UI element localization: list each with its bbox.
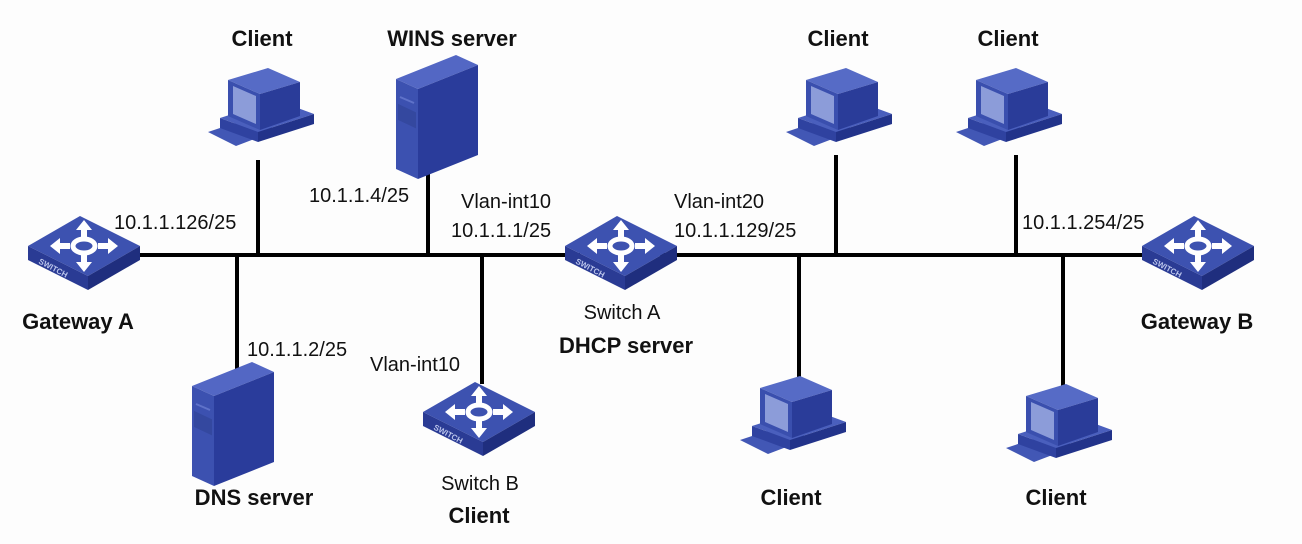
dns-server-label: DNS server	[194, 485, 314, 510]
wins-ip-label: 10.1.1.4/25	[309, 185, 410, 207]
gateway-a-ip-label: 10.1.1.126/25	[114, 212, 237, 234]
client-top-left-pc-icon[interactable]	[208, 68, 314, 146]
network-links	[130, 155, 1150, 388]
gateway-b-label: Gateway B	[1140, 309, 1254, 334]
gateway-b-ip-label: 10.1.1.254/25	[1022, 212, 1145, 234]
client-bottom-mid-pc-icon[interactable]	[740, 376, 846, 454]
switch-b-name-label: Switch B	[441, 473, 519, 495]
client-bottom-mid-label: Client	[760, 485, 822, 510]
switch-a-role-label: DHCP server	[558, 333, 694, 358]
switch-a-switch-icon[interactable]	[565, 216, 677, 290]
switch-a-vlan10-label: Vlan-int10	[461, 191, 552, 213]
switch-a-vlan20-ip-label: 10.1.1.129/25	[674, 220, 797, 242]
gateway-b-switch-icon[interactable]	[1142, 216, 1254, 290]
client-bottom-right-label: Client	[1025, 485, 1087, 510]
gateway-a-label: Gateway A	[22, 309, 134, 334]
client-top-left-label: Client	[231, 26, 293, 51]
switch-b-vlan-label: Vlan-int10	[370, 354, 461, 376]
switch-b-switch-icon[interactable]	[423, 382, 535, 456]
client-bottom-right-pc-icon[interactable]	[1006, 384, 1112, 462]
wins-server-icon[interactable]	[395, 54, 479, 180]
switch-b-role-label: Client	[448, 503, 510, 528]
switch-a-vlan10-ip-label: 10.1.1.1/25	[451, 220, 552, 242]
client-top-mid-pc-icon[interactable]	[786, 68, 892, 146]
client-top-mid-label: Client	[807, 26, 869, 51]
dns-server-icon[interactable]	[191, 361, 275, 487]
switch-a-name-label: Switch A	[583, 302, 661, 324]
dns-ip-label: 10.1.1.2/25	[247, 339, 348, 361]
client-top-right-label: Client	[977, 26, 1039, 51]
switch-a-vlan20-label: Vlan-int20	[674, 191, 765, 213]
wins-server-label: WINS server	[387, 26, 517, 51]
client-top-right-pc-icon[interactable]	[956, 68, 1062, 146]
